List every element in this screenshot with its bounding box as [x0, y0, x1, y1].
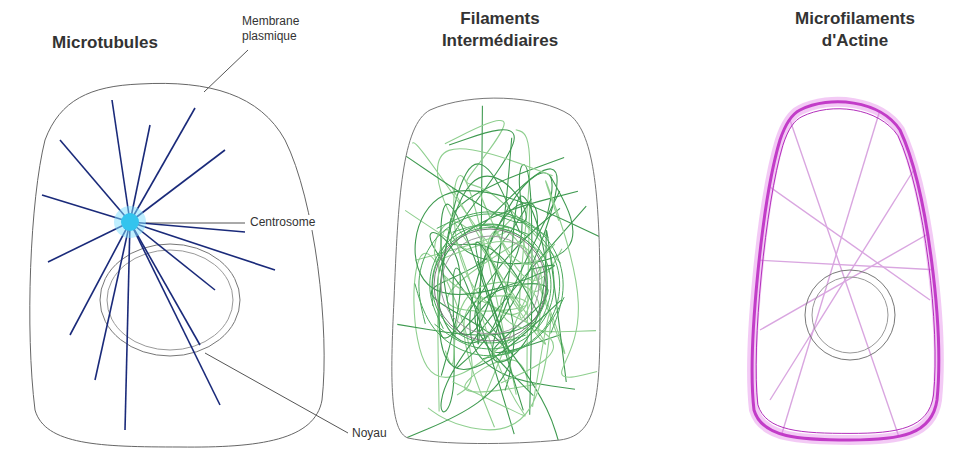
nucleus-outer [434, 229, 546, 341]
cell-illustration [30, 83, 324, 447]
intermediate-filament [432, 228, 544, 306]
cortical-actin [756, 109, 935, 434]
intermediate-filament [437, 169, 578, 343]
intermediate-filament [415, 191, 600, 295]
filament-group [397, 106, 600, 442]
actin-filament [760, 230, 935, 330]
centrosome-glow [114, 206, 146, 238]
microtubule [130, 108, 195, 222]
callout-label: Noyau [350, 426, 389, 441]
centrosome [121, 213, 139, 231]
cortical-actin [752, 102, 938, 440]
cell-heading: Microtubules [30, 32, 180, 54]
intermediate-filament [449, 130, 539, 315]
intermediate-filament [438, 230, 525, 416]
intermediate-filament [546, 181, 598, 377]
microtubule [95, 222, 130, 380]
actin-filament [770, 160, 920, 400]
intermediate-filament [432, 240, 526, 343]
microtubule [130, 222, 200, 345]
cell-heading: Microfilaments d'Actine [780, 8, 930, 52]
intermediate-filament [428, 313, 551, 430]
cell-illustration [392, 98, 601, 443]
cell-node: Microfilaments d'Actine [735, 5, 950, 450]
microtubule [130, 222, 215, 290]
microtubule [70, 222, 130, 335]
plasma-membrane [392, 98, 600, 443]
leader-line [205, 353, 348, 433]
microtubule [130, 150, 225, 222]
intermediate-filament [441, 206, 586, 434]
nucleus-outer [805, 270, 895, 360]
cell-heading: Filaments Intermédiaires [425, 8, 575, 52]
cell-illustration [752, 102, 940, 440]
cortical-actin [752, 102, 938, 440]
actin-filament [755, 260, 940, 270]
callout-label: Centrosome [248, 215, 317, 230]
intermediate-filament [402, 154, 561, 370]
microtubule [112, 100, 130, 222]
cell-outline [735, 5, 950, 450]
intermediate-filament [452, 224, 550, 332]
nucleus-inner [107, 250, 233, 350]
intermediate-filament [452, 188, 596, 332]
leader-line [145, 223, 245, 224]
plasma-membrane [30, 83, 324, 447]
microtubule [125, 222, 130, 430]
intermediate-filament [430, 225, 530, 329]
callout-label: Membrane plasmique [240, 14, 318, 44]
leader-line [204, 50, 248, 92]
nucleus-inner [441, 236, 539, 334]
cell-node: Filaments Intermédiaires [375, 5, 610, 450]
nucleus-inner [812, 277, 888, 353]
microtubule [130, 222, 220, 405]
cell-outline [375, 5, 610, 450]
